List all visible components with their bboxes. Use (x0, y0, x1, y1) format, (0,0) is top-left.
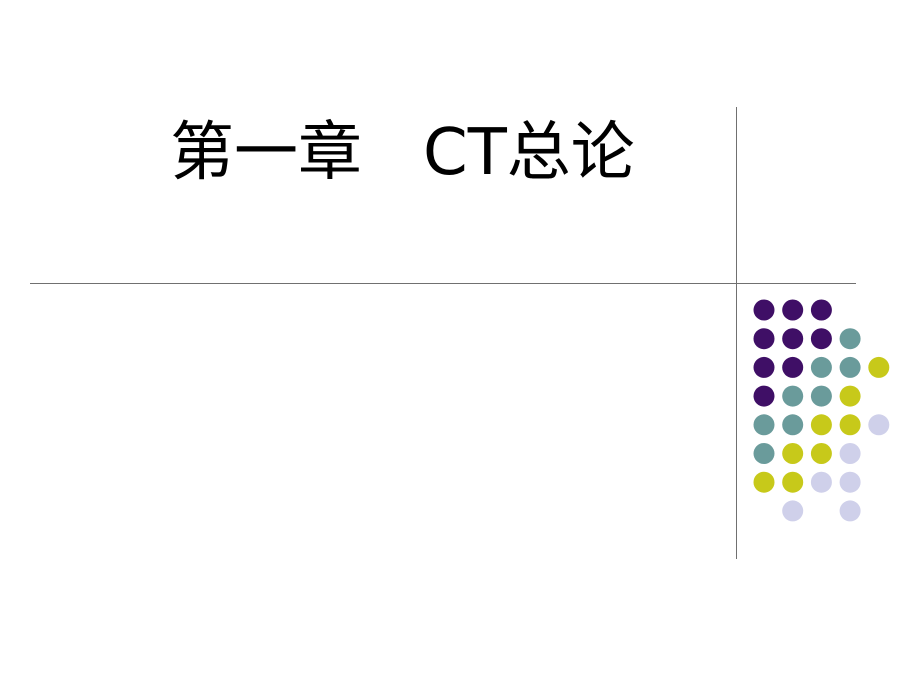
dot-purple (753, 328, 775, 350)
dot-teal (782, 385, 804, 407)
dot-lime (782, 471, 804, 493)
dot-lavender (839, 471, 861, 493)
dot-teal (753, 414, 775, 436)
dot-purple (753, 356, 775, 378)
dot-lavender (868, 414, 890, 436)
dot-lavender (810, 471, 832, 493)
dot-teal (810, 356, 832, 378)
dot-purple (753, 299, 775, 321)
dot-lavender (839, 500, 861, 522)
dot-teal (810, 385, 832, 407)
dot-lime (839, 385, 861, 407)
dot-purple (782, 356, 804, 378)
dot-purple (782, 328, 804, 350)
dot-teal (753, 443, 775, 464)
horizontal-rule (30, 283, 856, 284)
dot-lime (868, 356, 890, 378)
dot-purple (753, 385, 775, 407)
dot-lime (839, 414, 861, 436)
dot-purple (810, 299, 832, 321)
vertical-rule (736, 107, 737, 559)
dot-teal (839, 328, 861, 350)
dot-lime (810, 443, 832, 464)
dot-lavender (782, 500, 804, 522)
dot-lime (753, 471, 775, 493)
dot-lavender (839, 443, 861, 464)
dot-purple (810, 328, 832, 350)
dot-lime (782, 443, 804, 464)
slide-title: 第一章 CT总论 (170, 116, 635, 190)
dot-teal (839, 356, 861, 378)
dot-teal (782, 414, 804, 436)
dot-lime (810, 414, 832, 436)
dot-purple (782, 299, 804, 321)
